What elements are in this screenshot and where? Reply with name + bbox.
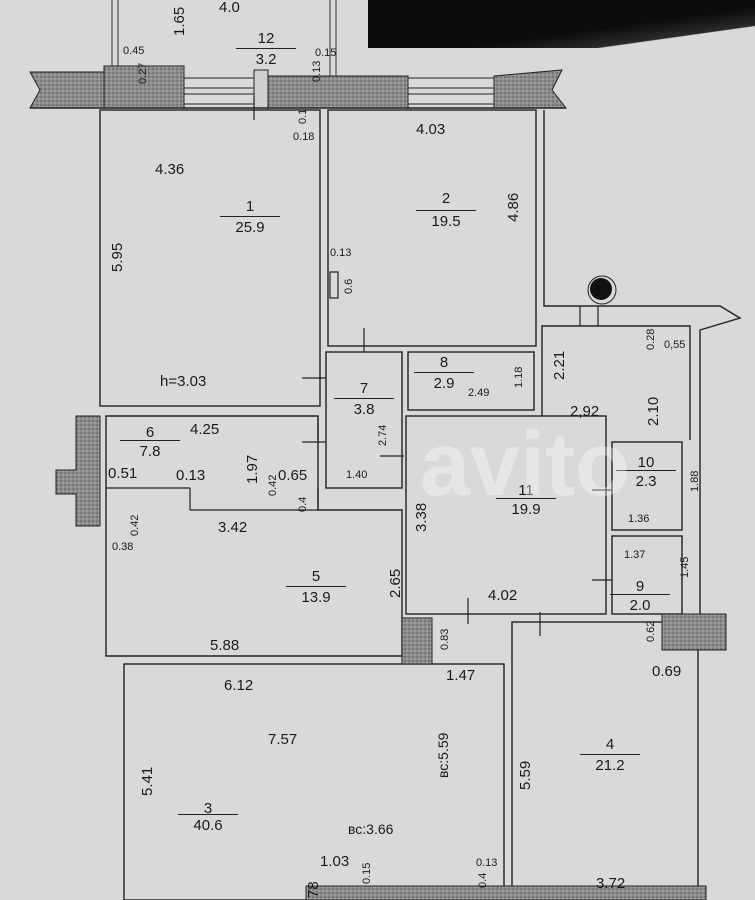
dim-label: 1.18	[513, 366, 525, 388]
dim-label: 1.65	[171, 6, 188, 36]
balcony-12-outline	[111, 0, 337, 76]
dim-label: 2.10	[645, 396, 662, 426]
dim-label: 4.03	[416, 121, 446, 138]
room-12-area: 3.2	[236, 48, 296, 68]
room-2-number: 2	[441, 190, 451, 207]
room-10-area: 2.3	[616, 470, 676, 490]
room-11-outline	[405, 415, 607, 615]
dim-label: 0.38	[112, 541, 134, 553]
room-4-outline	[511, 621, 699, 900]
top-facade-wall	[29, 65, 568, 111]
dim-label: 0.13	[476, 857, 498, 869]
room-11-upper-outline	[541, 325, 691, 440]
dim-label: 2.21	[551, 350, 568, 380]
dim-label: 1.40	[346, 469, 368, 481]
room-8-number: 8	[439, 354, 449, 371]
dim-label: 5.59	[517, 760, 534, 790]
dim-label: 4.36	[155, 161, 185, 178]
right-exterior-wall	[543, 110, 742, 620]
room-4-area: 21.2	[580, 754, 640, 774]
dim-label: 0.1	[297, 108, 309, 124]
dim-label: 7.57	[268, 731, 298, 748]
room-11-number: 11	[518, 482, 534, 499]
riser-icon	[587, 275, 617, 305]
dim-label: 0.18	[293, 131, 315, 143]
room-7-area: 3.8	[334, 398, 394, 418]
dim-label: 2,92	[570, 403, 600, 420]
dim-label: 1.03	[320, 853, 350, 870]
redaction-band	[368, 0, 755, 48]
dim-label: 0.13	[176, 467, 206, 484]
dim-label: 0.28	[645, 328, 657, 350]
dim-label: 5.88	[210, 637, 240, 654]
dim-label: 5.95	[109, 242, 126, 272]
room-12-number: 12	[257, 30, 275, 47]
dim-label: 0.45	[123, 45, 145, 57]
dim-label: 2.74	[377, 424, 389, 446]
dim-label: 0.13	[330, 247, 352, 259]
dim-label: 0.42	[129, 514, 141, 536]
dim-label: 6.12	[224, 677, 254, 694]
dim-label: вс:3.66	[348, 821, 394, 837]
dim-label: 1.36	[628, 513, 650, 525]
dim-label: 1.88	[689, 470, 701, 492]
dim-label: 5.41	[139, 766, 156, 796]
room-8-outline	[407, 351, 535, 411]
dim-label: 2.65	[387, 568, 404, 598]
dim-label: 1.45	[679, 556, 691, 578]
dim-label: 0.15	[315, 47, 337, 59]
dim-label: 0.4	[297, 496, 309, 512]
dim-label: вс:5.59	[435, 732, 451, 778]
dim-label: 1.37	[624, 549, 646, 561]
dim-label: 0.69	[652, 663, 682, 680]
dim-label: 0,55	[664, 339, 686, 351]
room-1-outline	[99, 109, 321, 407]
ceiling-height-label: h=3.03	[160, 373, 207, 390]
room-4-number: 4	[605, 736, 615, 753]
room-6-number: 6	[145, 424, 155, 441]
dim-label: 2.49	[468, 387, 490, 399]
dim-label: 0.15	[361, 862, 373, 884]
dim-label: 4.25	[190, 421, 220, 438]
room-10-number: 10	[637, 454, 655, 471]
room-2-outline	[327, 109, 537, 347]
dim-label: 0.83	[439, 628, 451, 650]
room-5-area: 13.9	[286, 586, 346, 606]
dim-label: 0.65	[278, 467, 308, 484]
dim-label: 1.97	[244, 454, 261, 484]
dim-label: 0.62	[645, 620, 657, 642]
dim-label: 4.02	[488, 587, 518, 604]
room-3-number: 3	[203, 800, 213, 817]
dim-label: 4.86	[505, 192, 522, 222]
dim-label: 0.51	[108, 465, 138, 482]
dim-label: 0.13	[311, 60, 323, 82]
room-9-outline	[611, 535, 683, 615]
dim-label: 78	[305, 881, 322, 898]
room-3-outline	[123, 663, 505, 900]
dim-label: 1.47	[446, 667, 476, 684]
dim-label: 0.6	[343, 278, 355, 294]
dim-label: 3.72	[596, 875, 626, 892]
room-1-area: 25.9	[220, 216, 280, 236]
dim-label: 4.0	[219, 0, 240, 16]
room-10-outline	[611, 441, 683, 531]
room-7-outline	[325, 351, 403, 489]
room-7-number: 7	[359, 380, 369, 397]
room-2-area: 19.5	[416, 210, 476, 230]
dim-label: 0.27	[137, 62, 149, 84]
room-3-area: 40.6	[178, 814, 238, 834]
room-6-area: 7.8	[120, 440, 180, 460]
dim-label: 0.4	[477, 872, 489, 888]
room-1-number: 1	[245, 198, 255, 215]
watermark: avito	[420, 415, 631, 515]
room-8-area: 2.9	[414, 372, 474, 392]
room-5-number: 5	[311, 568, 321, 585]
hatched-columns	[55, 415, 727, 900]
room-9-area: 2.0	[610, 594, 670, 614]
room-9-number: 9	[635, 578, 645, 595]
dim-label: 3.42	[218, 519, 248, 536]
room-11-area: 19.9	[496, 498, 556, 518]
